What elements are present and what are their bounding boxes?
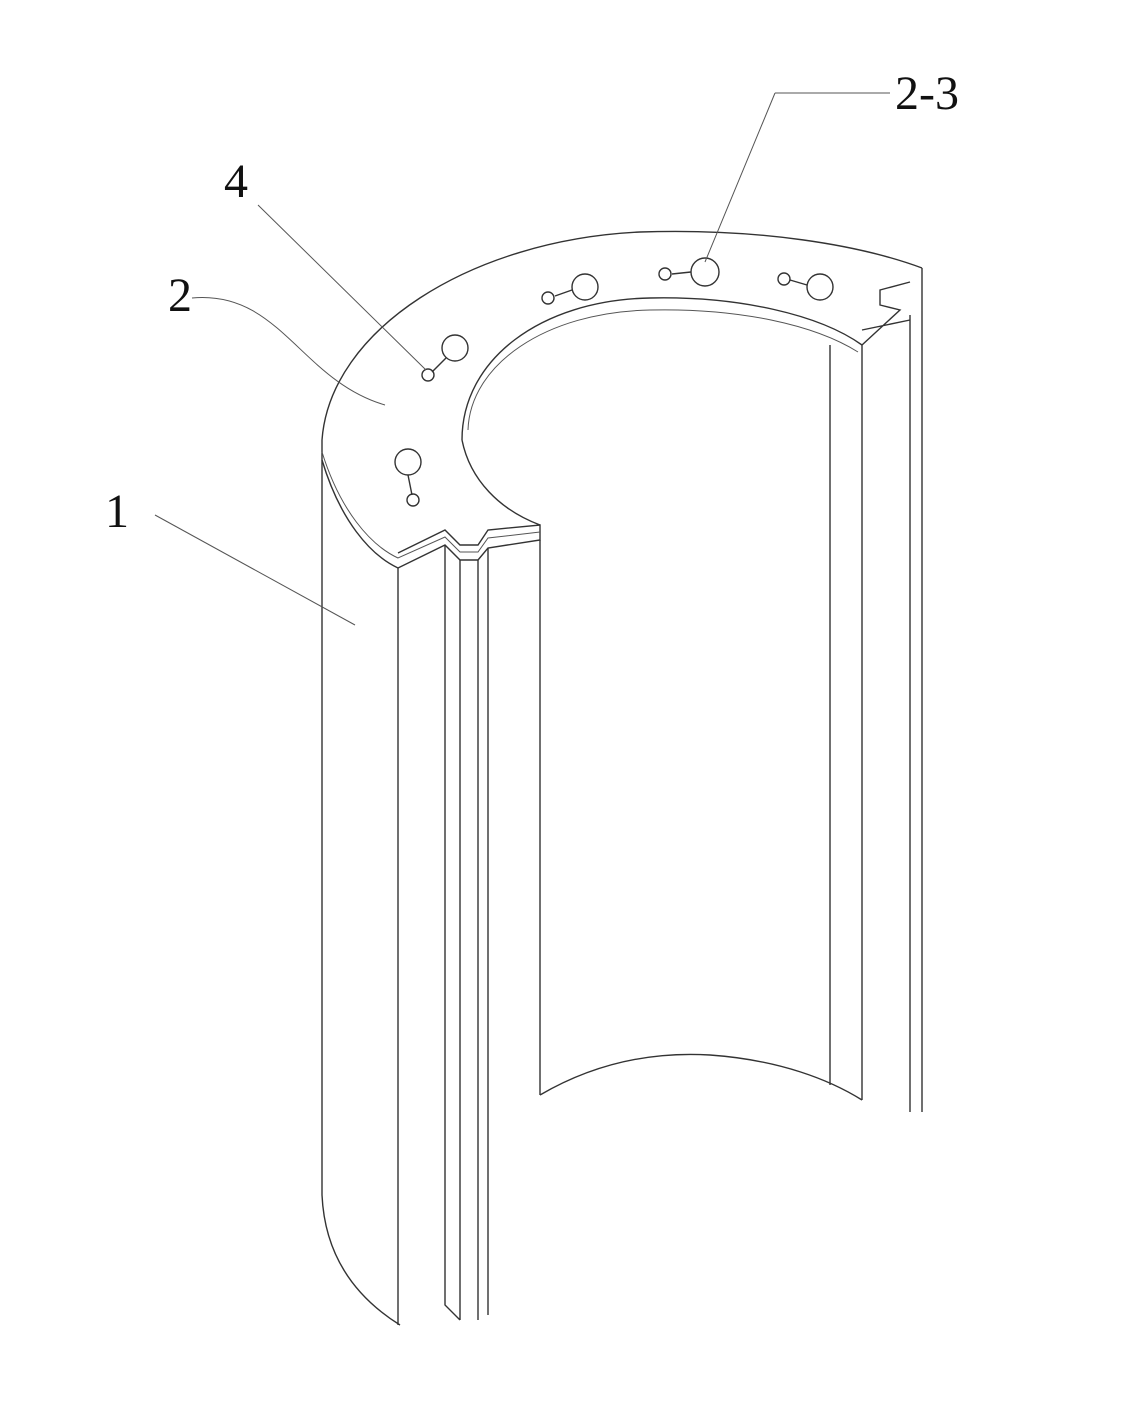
right-end-face: [829, 268, 923, 1112]
leader-2-3: [704, 92, 890, 263]
left-end-face: [321, 440, 541, 569]
left-shell-lines: [321, 460, 541, 1326]
label-2: 2: [168, 269, 192, 322]
leader-2: [191, 297, 386, 406]
label-4: 4: [224, 155, 248, 208]
label-2-3: 2-3: [895, 67, 959, 120]
keyhole-holes: [394, 257, 834, 507]
top-outer-arc: [321, 230, 923, 441]
top-inner-arc: [461, 297, 863, 441]
leader-1: [154, 514, 356, 626]
label-1: 1: [105, 485, 129, 538]
bottom-inner-arc: [539, 1053, 863, 1101]
leader-4: [257, 204, 427, 371]
